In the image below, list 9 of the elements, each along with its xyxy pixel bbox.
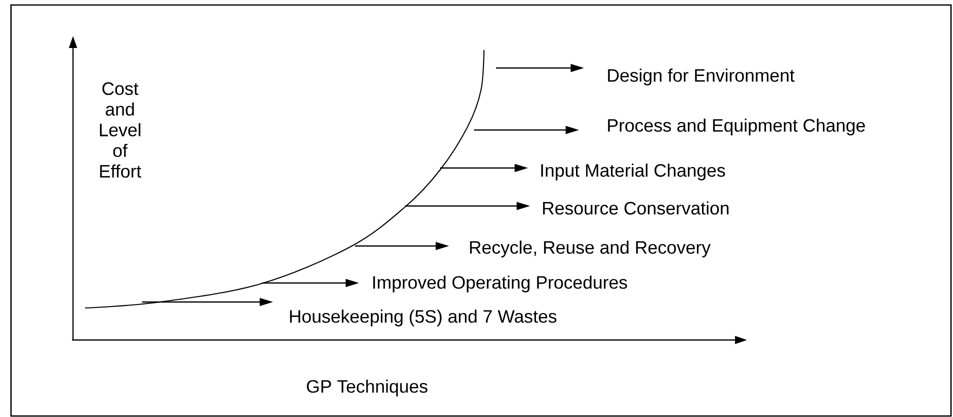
axis-label: Cost and Level of Effort	[100, 82, 142, 178]
technique-label: Housekeeping (5S) and 7 Wastes	[290, 310, 556, 326]
technique-label: Recycle, Reuse and Recovery	[470, 240, 711, 258]
technique-label: Resource Conservation	[543, 201, 728, 215]
axis-label: GP Techniques	[306, 380, 428, 396]
technique-label: Design for Environment	[608, 68, 794, 86]
technique-label: Process and Equipment Change	[608, 118, 865, 136]
technique-label: Improved Operating Procedures	[373, 276, 628, 292]
technique-label: Input Material Changes	[541, 164, 725, 180]
